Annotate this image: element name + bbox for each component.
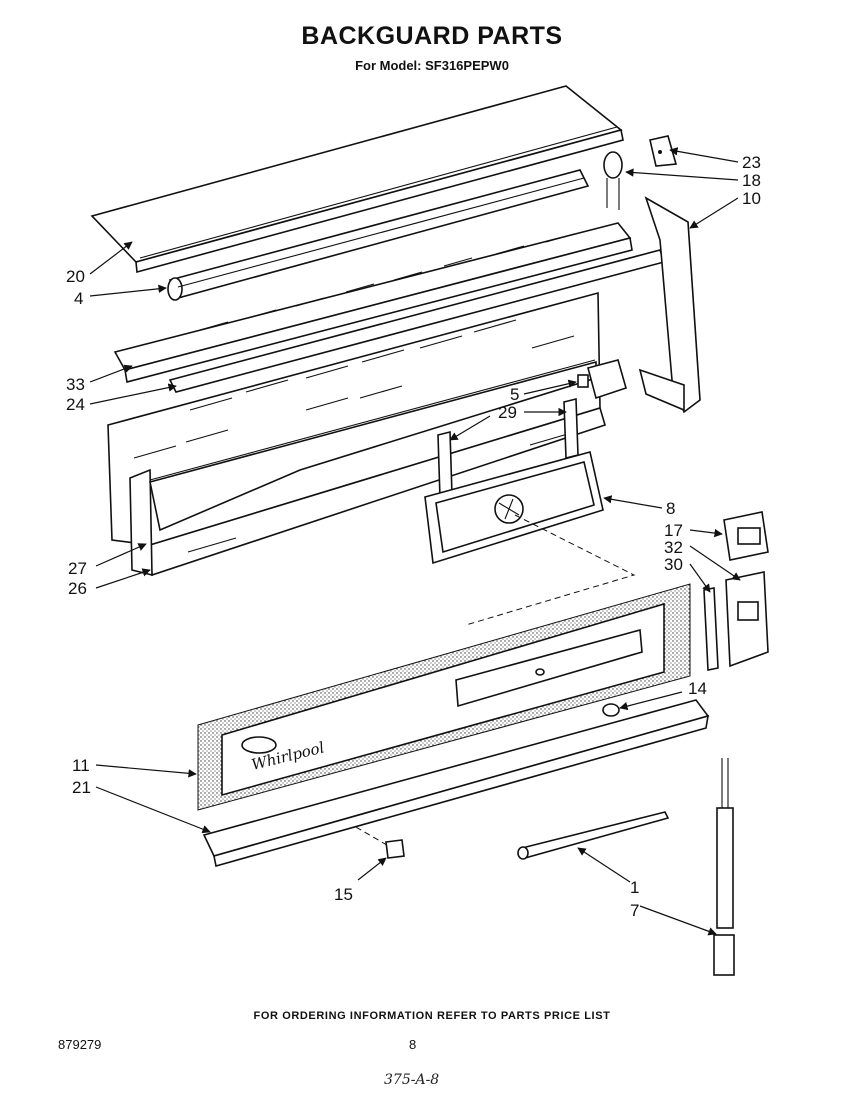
callout-18: 18	[742, 171, 761, 190]
top-trim-cover	[90, 85, 624, 274]
callout-15: 15	[334, 885, 353, 904]
bottom-trim-rail	[202, 699, 710, 868]
callout-11: 11	[72, 756, 90, 775]
callout-30: 30	[664, 555, 683, 574]
page-title: BACKGUARD PARTS	[301, 22, 563, 50]
callout-27: 27	[68, 559, 87, 578]
callout-7: 7	[630, 901, 639, 920]
callout-5: 5	[510, 385, 519, 404]
handwritten-note: 375-A-8	[384, 1072, 440, 1088]
callout-26: 26	[68, 579, 87, 598]
light-channel	[113, 222, 633, 383]
callout-23: 23	[742, 153, 761, 172]
callout-10: 10	[742, 189, 761, 208]
callout-numbers: 23 18 10 20 4 33 24 5 29 8 17 32 30 27 2…	[66, 153, 761, 920]
temperature-probe	[517, 811, 670, 860]
knob	[602, 703, 620, 717]
heating-element	[713, 758, 735, 976]
callout-21: 21	[72, 778, 91, 797]
clock-panel	[424, 451, 604, 565]
lamp-holder	[603, 151, 623, 210]
side-housing	[703, 571, 769, 671]
leader-lines	[89, 147, 741, 936]
callout-8: 8	[666, 499, 675, 518]
bracket-part-23	[649, 135, 678, 167]
callout-17: 17	[664, 521, 683, 540]
model-subtitle: For Model: SF316PEPW0	[355, 58, 509, 73]
rocker-switch	[723, 511, 769, 561]
callout-4: 4	[74, 289, 83, 308]
retainer-clip	[385, 839, 405, 859]
callout-32: 32	[664, 538, 683, 557]
end-bracket	[638, 196, 701, 414]
ordering-note: FOR ORDERING INFORMATION REFER TO PARTS …	[253, 1010, 611, 1022]
callout-1: 1	[630, 878, 639, 897]
backguard-housing	[107, 291, 606, 577]
terminal-block	[577, 359, 627, 400]
callout-29: 29	[498, 403, 517, 422]
callout-14: 14	[688, 679, 707, 698]
fluorescent-tube	[167, 169, 590, 301]
callout-20: 20	[66, 267, 85, 286]
callout-24: 24	[66, 395, 85, 414]
page-number: 8	[409, 1037, 417, 1052]
control-panel: Whirlpool	[197, 583, 691, 811]
document-number: 879279	[58, 1037, 102, 1052]
callout-33: 33	[66, 375, 85, 394]
